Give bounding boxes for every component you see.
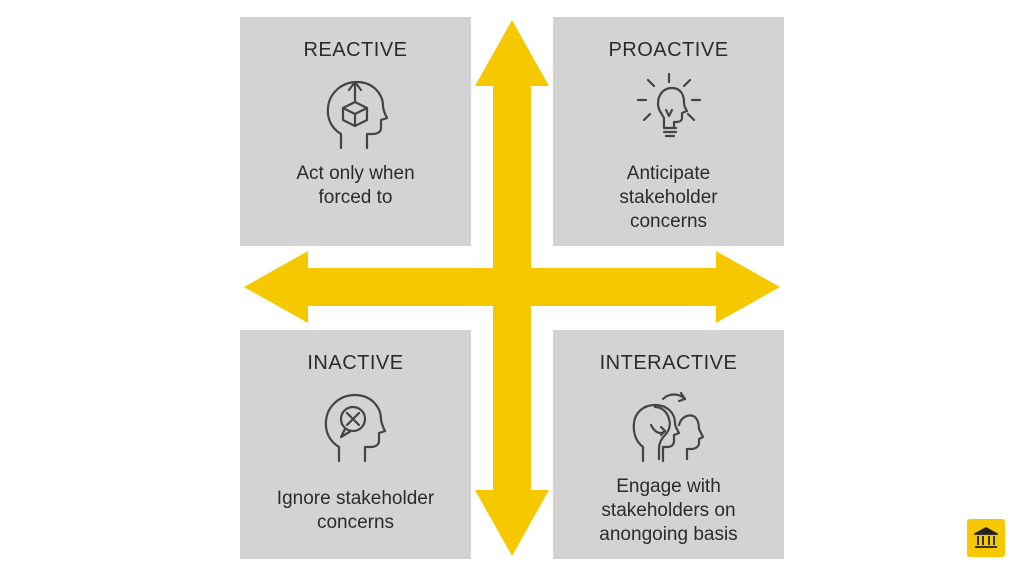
bank-building-icon [974,527,998,548]
quadrant-title: PROACTIVE [608,39,729,61]
quadrant-title: INTERACTIVE [599,352,738,374]
quadrant-reactive: REACTIVE Act only when forced to [240,17,471,246]
heads-cycle-icon [632,391,704,463]
quadrant-description: Act only when forced to [296,163,415,208]
logo-badge [967,519,1005,557]
head-box-arrow-icon [326,80,388,150]
quadrant-description: Engage with stakeholders on anongoing ba… [599,476,738,545]
quadrant-description: Ignore stakeholder concerns [276,488,435,533]
quadrant-inactive: INACTIVE Ignore stakeholder concerns [240,330,471,559]
quadrant-title: INACTIVE [307,352,404,374]
vertical-double-arrow [475,20,549,556]
quadrant-proactive: PROACTIVE Anticipate stakeholder concern… [553,17,784,246]
quadrant-interactive: INTERACTIVE Engage with stakeholders on … [553,330,784,559]
quadrant-description: Anticipate stakeholder concerns [619,163,718,232]
head-cross-icon [324,393,386,463]
quadrant-title: REACTIVE [303,39,408,61]
head-lightbulb-icon [636,72,701,138]
